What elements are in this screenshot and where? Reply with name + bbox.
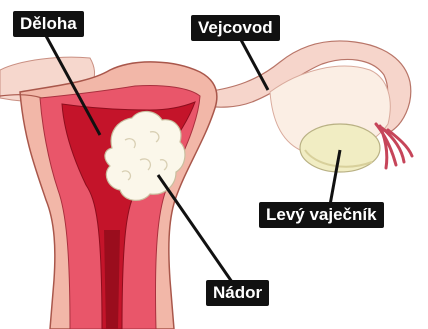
fimbriae [376, 124, 412, 168]
label-vejcovod: Vejcovod [191, 15, 280, 41]
cervical-canal [104, 230, 120, 329]
label-deloha: Děloha [13, 11, 84, 37]
label-levy-vajecnik: Levý vaječník [259, 202, 384, 228]
ovary [300, 124, 380, 172]
label-nador: Nádor [206, 280, 269, 306]
